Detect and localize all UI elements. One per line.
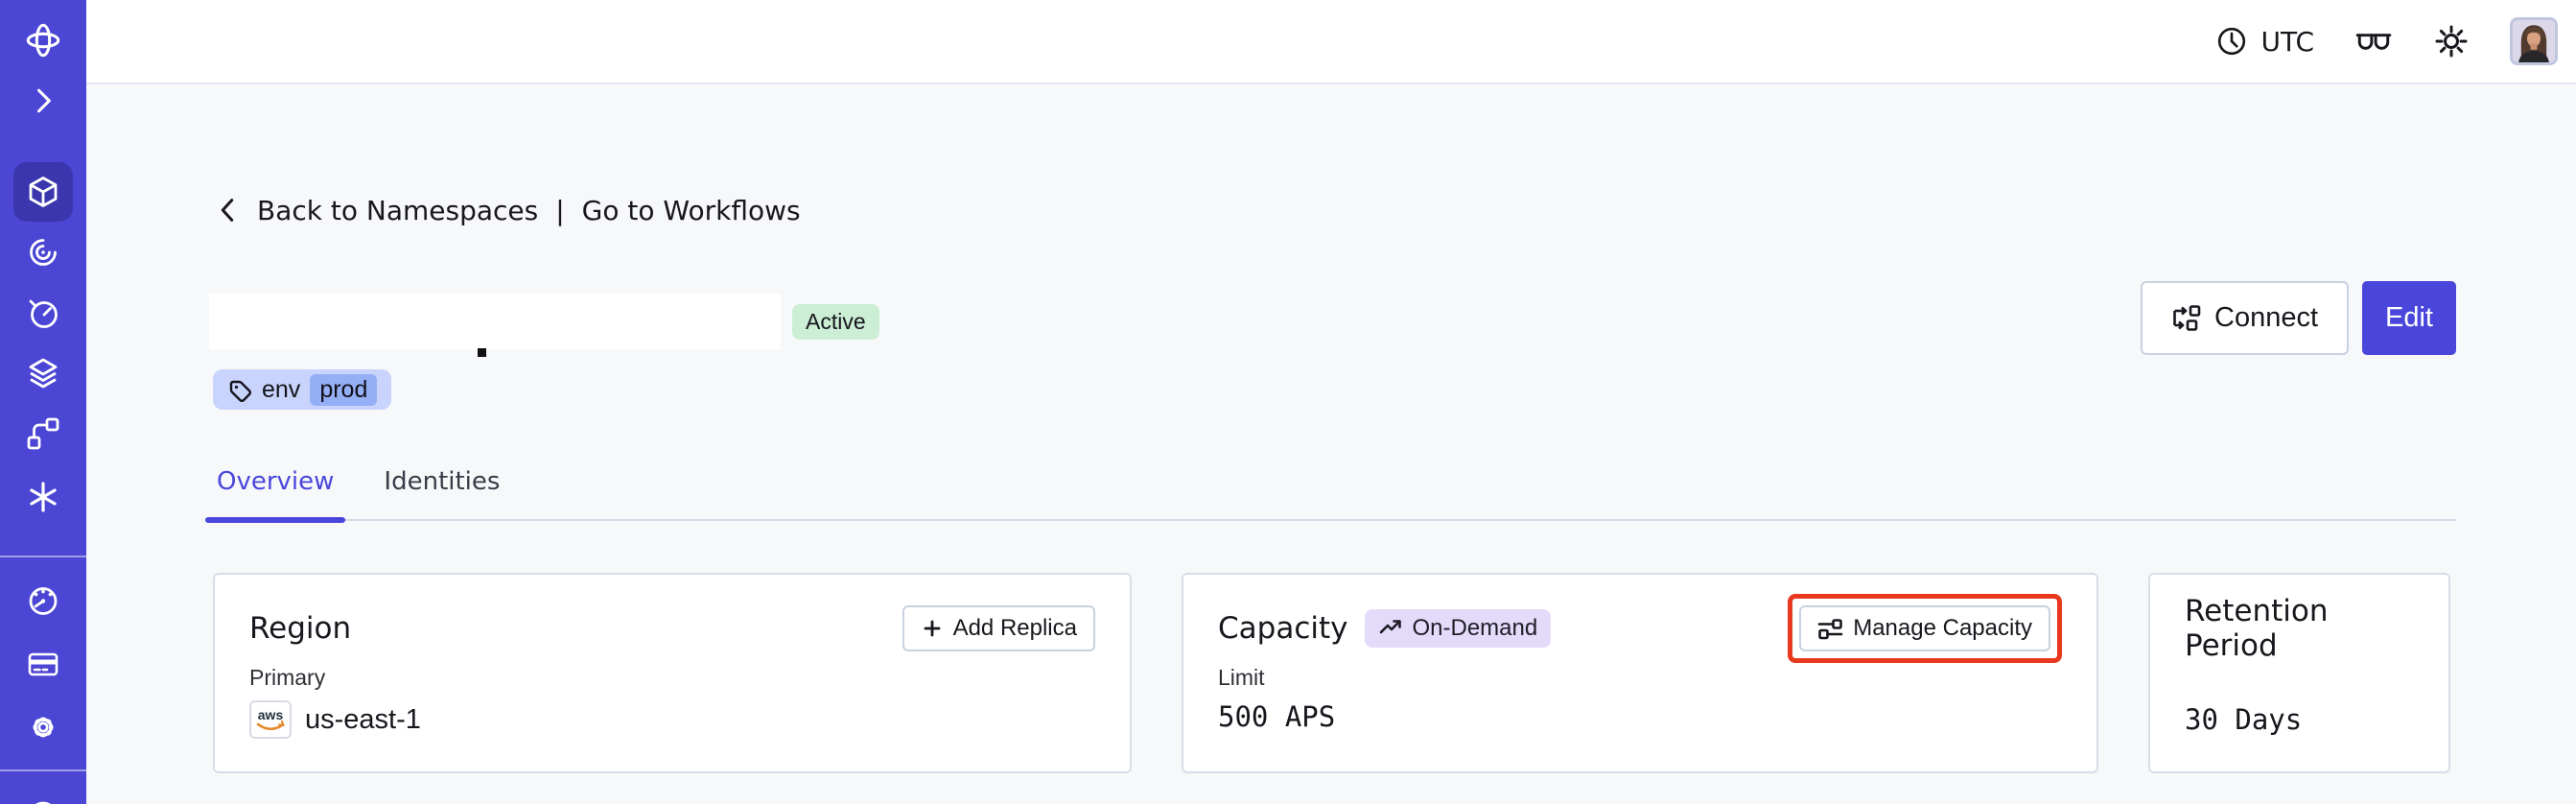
tag-value: prod bbox=[310, 373, 378, 406]
sidebar-item-nexus[interactable] bbox=[13, 467, 73, 527]
capacity-card-title: Capacity bbox=[1218, 611, 1348, 646]
sidebar-item-deployments[interactable] bbox=[13, 343, 73, 403]
aws-logo-text: aws bbox=[258, 707, 284, 722]
overview-cards: Region Add Replica Primary aws bbox=[213, 573, 2450, 773]
breadcrumb-back-link[interactable]: Back to Namespaces bbox=[257, 194, 539, 226]
manage-capacity-label: Manage Capacity bbox=[1853, 615, 2032, 641]
sidebar-item-namespaces[interactable] bbox=[13, 162, 73, 222]
sliders-icon bbox=[1817, 618, 1843, 639]
tag-key: env bbox=[262, 375, 301, 403]
labs-toggle-button[interactable] bbox=[2354, 22, 2393, 60]
clock-icon bbox=[2218, 27, 2246, 56]
timezone-label: UTC bbox=[2260, 25, 2314, 58]
spiral-icon bbox=[30, 239, 57, 266]
sidebar-item-spiral[interactable] bbox=[13, 223, 73, 282]
sidebar bbox=[0, 0, 86, 804]
sidebar-divider bbox=[0, 769, 86, 771]
avatar-image bbox=[2513, 20, 2555, 62]
region-card: Region Add Replica Primary aws bbox=[213, 573, 1132, 773]
branch-icon bbox=[27, 417, 59, 450]
annotation-highlight-box: Manage Capacity bbox=[1788, 594, 2062, 663]
retention-value: 30 Days bbox=[2185, 703, 2303, 736]
namespace-name-redaction bbox=[209, 294, 781, 349]
theme-toggle-button[interactable] bbox=[2433, 23, 2470, 59]
region-primary-label: Primary bbox=[249, 665, 326, 690]
breadcrumb-separator: | bbox=[555, 194, 565, 226]
add-replica-label: Add Replica bbox=[952, 615, 1077, 641]
stopwatch-icon bbox=[29, 299, 58, 328]
avatar[interactable] bbox=[2510, 17, 2558, 65]
glasses-icon bbox=[2355, 34, 2392, 50]
breadcrumb-workflows-link[interactable]: Go to Workflows bbox=[581, 194, 801, 226]
timezone-selector[interactable]: UTC bbox=[2214, 24, 2314, 59]
sun-icon bbox=[2435, 25, 2468, 58]
asterisk-icon bbox=[30, 482, 57, 512]
connect-button[interactable]: Connect bbox=[2141, 281, 2350, 355]
region-card-title: Region bbox=[249, 611, 352, 646]
add-replica-button[interactable]: Add Replica bbox=[902, 605, 1095, 651]
sidebar-item-versioning[interactable] bbox=[13, 404, 73, 463]
connect-button-label: Connect bbox=[2214, 302, 2319, 333]
tag-icon bbox=[229, 380, 252, 402]
capacity-card: Capacity On-Demand bbox=[1182, 573, 2098, 773]
topbar: UTC bbox=[86, 0, 2576, 84]
gauge-icon bbox=[29, 587, 58, 615]
sidebar-item-billing[interactable] bbox=[13, 634, 73, 694]
breadcrumb: Back to Namespaces | Go to Workflows bbox=[213, 194, 801, 226]
back-chevron-icon[interactable] bbox=[213, 194, 242, 226]
tab-identities[interactable]: Identities bbox=[384, 467, 501, 496]
expand-chevron-icon[interactable] bbox=[13, 71, 73, 130]
manage-capacity-button[interactable]: Manage Capacity bbox=[1799, 605, 2050, 651]
aws-logo: aws bbox=[249, 700, 292, 739]
capacity-limit-label: Limit bbox=[1218, 665, 1265, 690]
edit-button[interactable]: Edit bbox=[2362, 281, 2456, 355]
sidebar-item-support[interactable] bbox=[13, 786, 73, 804]
ondemand-badge-label: On-Demand bbox=[1412, 615, 1538, 641]
retention-card-title: Retention Period bbox=[2185, 594, 2329, 663]
plus-icon bbox=[924, 620, 940, 637]
namespaces-cube-icon bbox=[29, 177, 58, 207]
capacity-value: 500 APS bbox=[1218, 700, 1336, 733]
gear-icon bbox=[33, 717, 54, 738]
tab-bar: Overview Identities bbox=[204, 467, 2456, 523]
sidebar-divider bbox=[0, 556, 86, 557]
sidebar-item-schedules[interactable] bbox=[13, 283, 73, 343]
layers-icon bbox=[29, 358, 58, 389]
globe-icon bbox=[35, 801, 51, 804]
redacted-text-artifact bbox=[478, 348, 486, 357]
tab-overview[interactable]: Overview bbox=[204, 467, 346, 523]
temporal-logo-icon[interactable] bbox=[13, 11, 73, 70]
ondemand-badge: On-Demand bbox=[1365, 609, 1552, 648]
region-value: us-east-1 bbox=[305, 703, 421, 735]
billing-card-icon bbox=[28, 652, 59, 676]
retention-card: Retention Period 30 Days bbox=[2148, 573, 2450, 773]
connect-icon bbox=[2173, 305, 2201, 331]
trend-up-icon bbox=[1380, 620, 1402, 634]
namespace-tag[interactable]: env prod bbox=[213, 369, 392, 410]
sidebar-item-usage[interactable] bbox=[13, 570, 73, 629]
status-badge: Active bbox=[792, 304, 879, 340]
namespace-actions: Connect Edit bbox=[2141, 281, 2456, 355]
sidebar-item-settings[interactable] bbox=[13, 698, 73, 757]
